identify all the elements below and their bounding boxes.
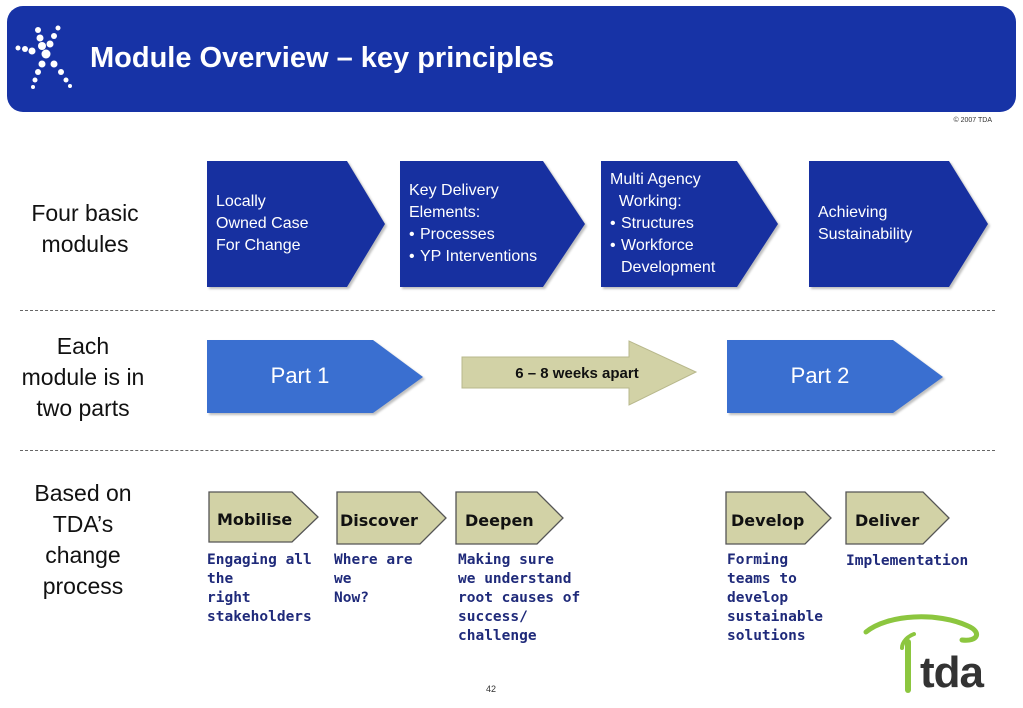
step-discover-chevron xyxy=(336,491,447,545)
step-deliver-label: Deliver xyxy=(855,511,920,530)
step-mobilise-label: Mobilise xyxy=(217,510,293,529)
divider-2 xyxy=(20,450,995,451)
step-mobilise-description: Engaging all the right stakeholders xyxy=(207,552,312,625)
tda-star-logo-icon xyxy=(15,25,72,89)
tda-logo-text: tda xyxy=(920,648,984,697)
step-develop-chevron xyxy=(725,491,832,545)
step-mobilise-chevron xyxy=(208,491,319,543)
step-develop-description: Forming teams to develop sustainable sol… xyxy=(727,552,824,644)
weeks-apart-arrow xyxy=(461,340,698,406)
part-2-label: Part 2 xyxy=(790,363,850,388)
page-number: 42 xyxy=(486,684,497,694)
step-deepen-chevron xyxy=(455,491,564,545)
part-2-arrow xyxy=(727,340,943,413)
step-deliver-description: Implementation xyxy=(846,553,969,569)
step-deliver-chevron xyxy=(845,491,950,545)
step-deepen-label: Deepen xyxy=(465,511,534,530)
step-discover-label: Discover xyxy=(340,511,418,530)
divider-1 xyxy=(20,310,995,311)
title-banner xyxy=(7,6,1016,112)
part-1-arrow xyxy=(207,340,423,413)
page-title: Module Overview – key principles xyxy=(90,42,555,74)
copyright-text: © 2007 TDA xyxy=(953,117,993,124)
step-discover-description: Where are we Now? xyxy=(334,552,413,606)
tda-brand-logo xyxy=(863,614,979,693)
step-develop-label: Develop xyxy=(731,511,805,530)
weeks-apart-label: 6 – 8 weeks apart xyxy=(515,365,639,382)
part-1-label: Part 1 xyxy=(270,363,330,388)
module-chevron-4 xyxy=(809,161,988,287)
module-3-text: Multi Agency Working: StructuresWorkforc… xyxy=(610,169,740,279)
module-chevron-1 xyxy=(207,161,385,287)
step-deepen-description: Making sure we understand root causes of… xyxy=(458,552,581,644)
